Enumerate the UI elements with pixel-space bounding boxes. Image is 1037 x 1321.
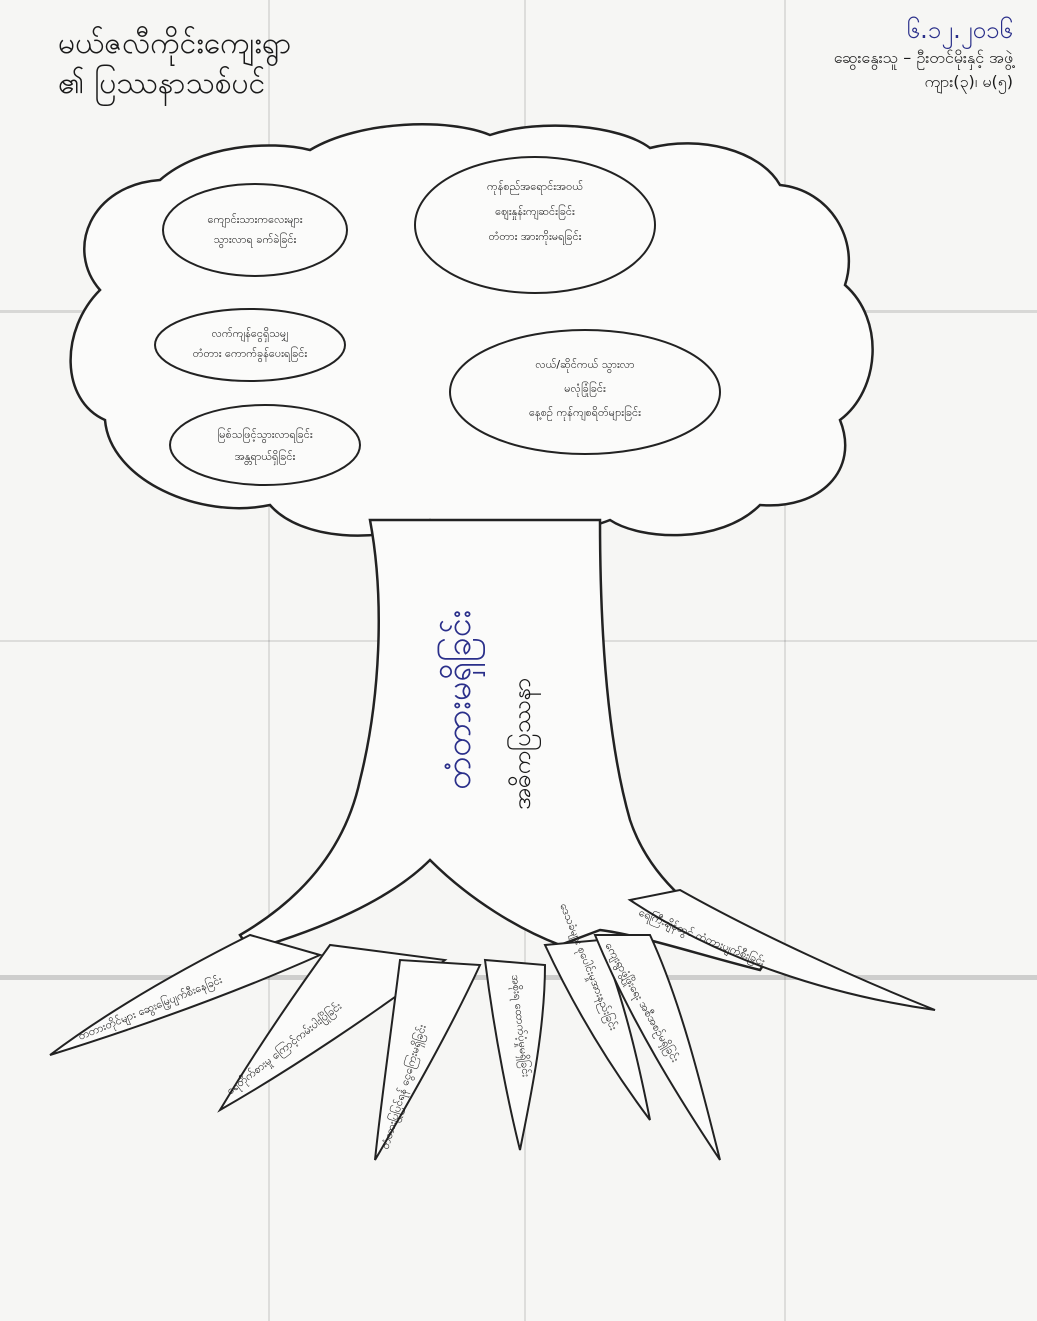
header-meta: ၆.၁၂.၂၀၁၆ ဆွေးနွေးသူ – ဦးတင်မိုးနှင့် အဖ… — [834, 14, 1013, 94]
canopy-item-4-line-2: မလုံခြုံခြင်း — [564, 381, 606, 397]
root-6-shape — [593, 934, 721, 1161]
canopy-item-2-oval — [414, 156, 656, 294]
canopy-item-2-line-1: ကုန်စည်အရောင်းအဝယ် — [487, 180, 583, 195]
canopy-item-3-line-1: လက်ကျန်ငွေရှိသမျှ — [212, 327, 289, 342]
root-7-shape — [627, 888, 936, 1011]
trunk-main-label: တံတားမရှိခြင်း — [439, 610, 485, 790]
title-line-2: ၏ ပြဿနာသစ်ပင် — [58, 66, 266, 101]
date-label: ၆.၁၂.၂၀၁၆ — [906, 16, 1013, 44]
title-line-1: မယ်ဇလီကိုင်းကျေးရွာ — [58, 26, 292, 61]
root-1-shape — [49, 933, 323, 1056]
root-1-label: တံတားတိုင်များ ဆွေးမြေ့ပျက်စီးနေခြင်း — [76, 972, 225, 1045]
canopy-item-4-line-1: လယ်/ဆိုင်ကယ် သွားလာ — [535, 358, 634, 373]
diagram-title: မယ်ဇလီကိုင်းကျေးရွာ ၏ ပြဿနာသစ်ပင် — [58, 24, 291, 104]
trunk-sub-label: အဓိကပြဿနာ — [506, 678, 541, 810]
tree-canopy — [69, 123, 874, 537]
canopy-item-4-oval — [449, 329, 721, 455]
canopy-item-5-line-2: အန္တရာယ်ရှိခြင်း — [235, 449, 296, 465]
canopy-item-1-line-1: ကျောင်းသားကလေးများ — [207, 213, 302, 228]
tree-trunk — [238, 518, 772, 972]
canopy-item-5-oval — [169, 404, 361, 486]
canopy-item-3-line-2: တံတား ကောက်ခွန်ပေးရခြင်း — [193, 346, 308, 362]
root-2-shape — [217, 943, 448, 1113]
facilitator-label: ဆွေးနွေးသူ – ဦးတင်မိုးနှင့် အဖွဲ့ — [833, 48, 1013, 67]
participants-label: ကျား(၃)၊ မ(၅) — [924, 72, 1013, 91]
root-5-shape — [543, 938, 651, 1121]
canopy-item-1-oval — [162, 183, 348, 277]
canopy-item-4-line-3: နေ့စဉ် ကုန်ကျစရိတ်များခြင်း — [529, 405, 641, 421]
root-4-shape — [483, 958, 547, 1151]
canopy-item-2-line-3: တံတား အားကိုးမရခြင်း — [489, 229, 582, 245]
canopy-item-3-oval — [154, 308, 346, 382]
canopy-item-2-line-2: ဈေးနှုန်းကျဆင်းခြင်း — [495, 204, 575, 220]
canopy-item-5-line-1: မြစ်သဖြင့်သွားလာရခြင်း — [217, 427, 312, 443]
root-3-shape — [374, 958, 482, 1161]
canopy-item-1-line-2: သွားလာရ ခက်ခဲခြင်း — [214, 232, 297, 248]
